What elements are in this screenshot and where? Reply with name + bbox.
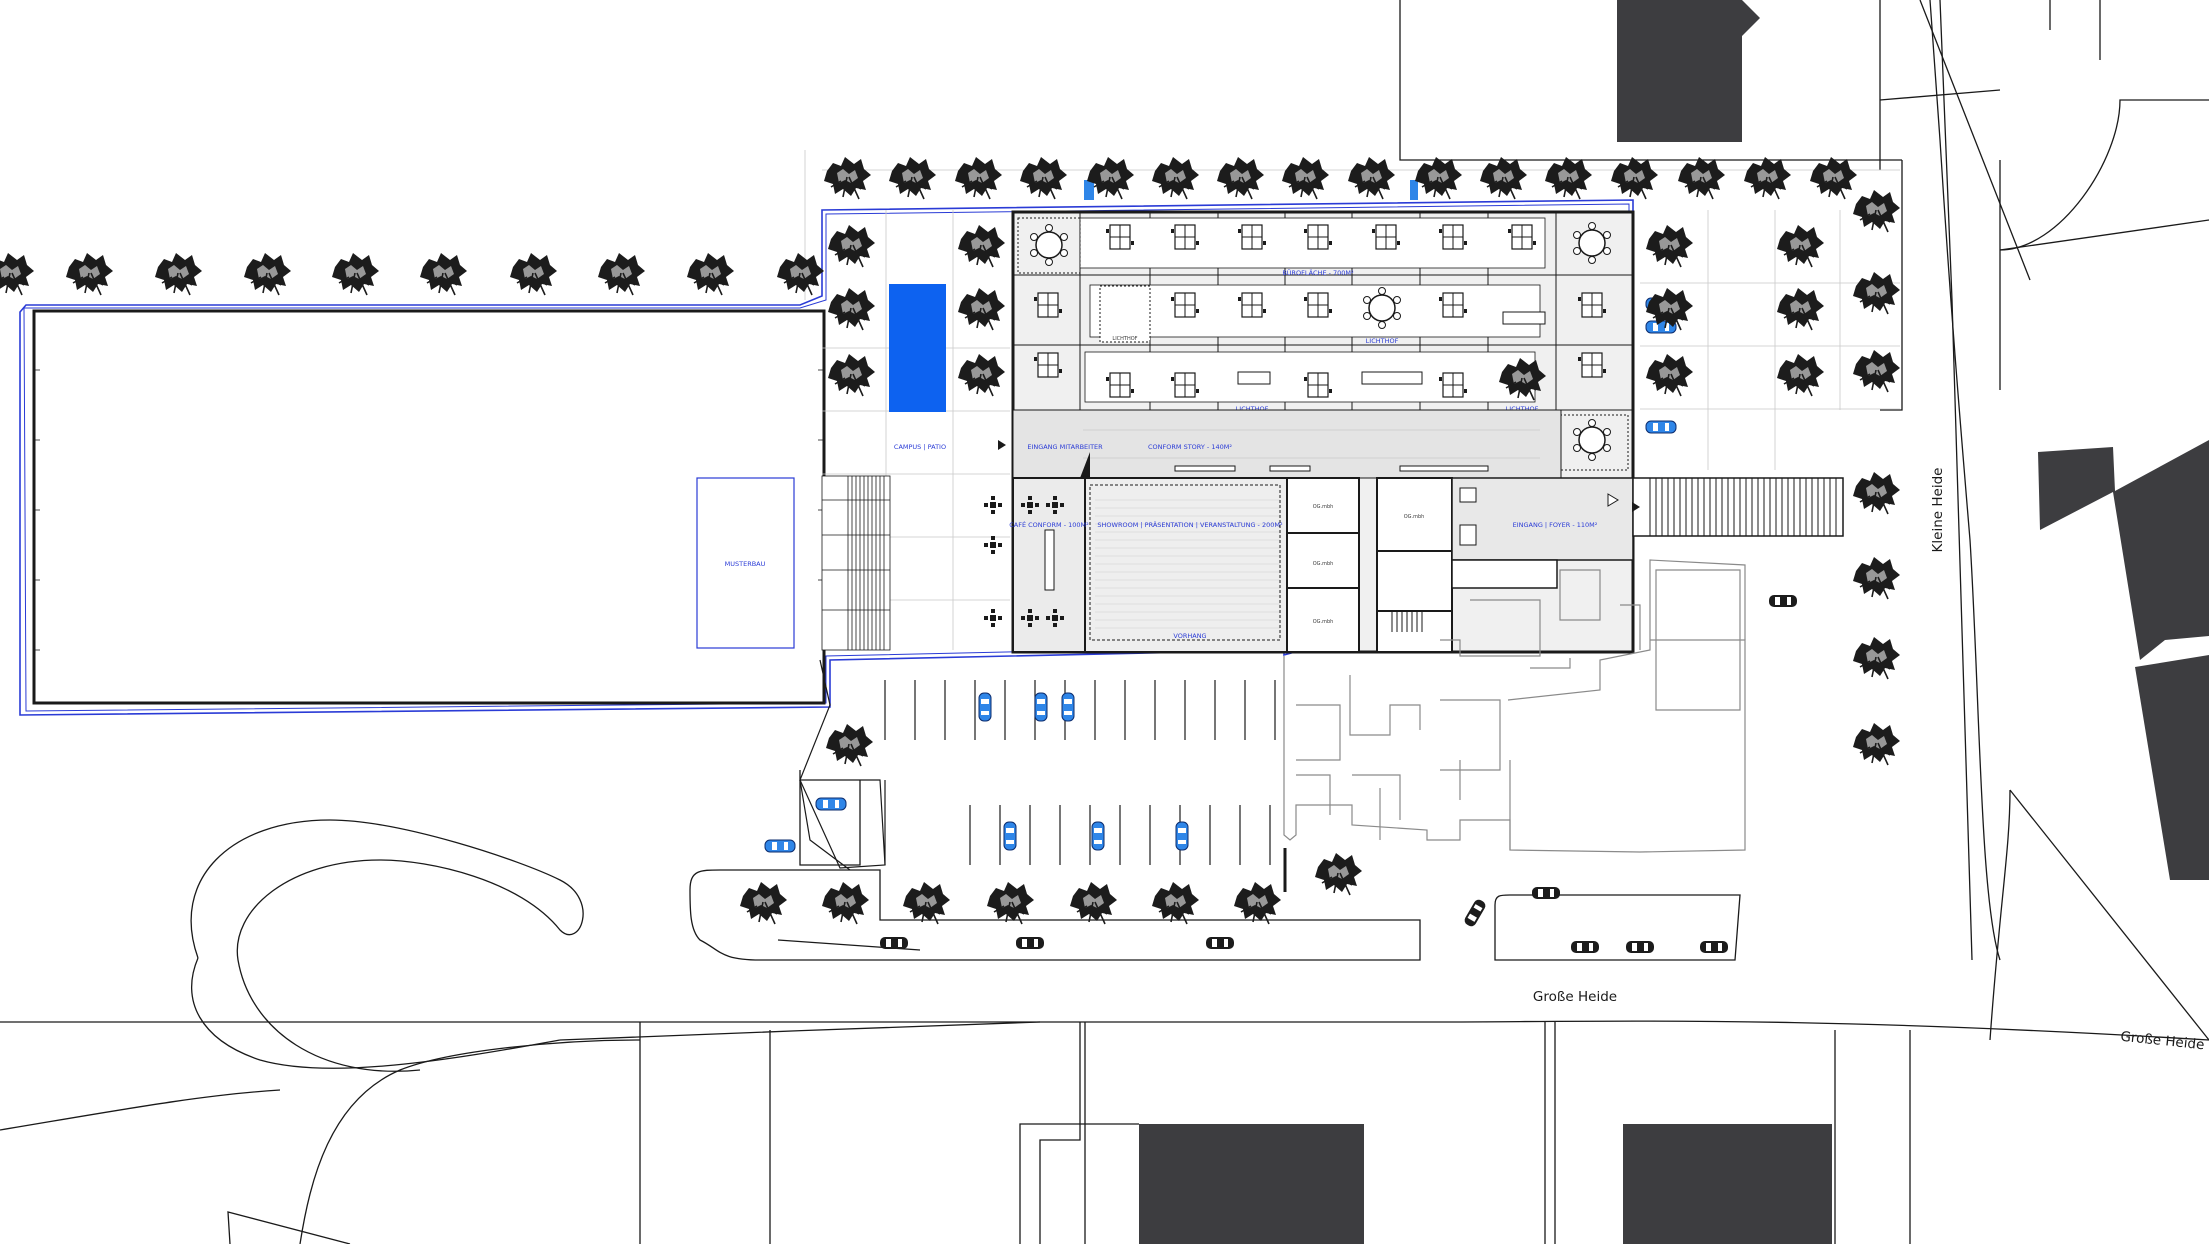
cars [764,180,1797,953]
conform-story-label: CONFORM STORY - 140M² [1148,443,1232,451]
lichthof-label-2: LICHTHOF [1366,337,1399,345]
campus-patio-label: CAMPUS | PATIO [894,443,946,451]
parking-lot-edge [799,659,886,871]
lichthof-label-4: LICHTHOF [1506,405,1539,413]
room-label-3: OG.mbh [1313,619,1334,625]
lichthof-label-3: LICHTHOF [1236,405,1269,413]
room-label-2: OG.mbh [1313,561,1334,567]
showroom-label: SHOWROOM | PRÄSENTATION | VERANSTALTUNG … [1097,520,1283,529]
room-label-1: OG.mbh [1313,504,1334,510]
room-label-4: OG.mbh [1404,514,1425,520]
parking-stalls [884,680,1287,892]
campus-patio: CAMPUS | PATIO [804,150,1900,651]
eingang-mitarbeiter-label: EINGANG MITARBEITER [1027,443,1103,451]
street-label-grosse-heide-east: Große Heide [2120,1029,2205,1054]
street-label-kleine-heide: Kleine Heide [1930,468,1946,553]
main-building: BÜROFLÄCHE - 700M² LICHTHOF LICHTHOF LIC… [984,210,1844,654]
neighbor-buildings [1139,0,2209,1244]
street-label-grosse-heide: Große Heide [1533,989,1617,1005]
lichthof-label-1: LICHTHOF [1112,336,1137,342]
musterbau-label: MUSTERBAU [725,560,766,568]
eingang-foyer-label: EINGANG | FOYER - 110M² [1513,521,1598,529]
vorhang-label: VORHANG [1173,632,1206,640]
existing-building-outline [1283,559,1746,853]
musterbau-hall: MUSTERBAU [32,309,826,705]
cafe-conform-label: CAFÉ CONFORM - 100M² [1009,520,1089,529]
buroflache-label: BÜROFLÄCHE - 700M² [1282,268,1354,277]
